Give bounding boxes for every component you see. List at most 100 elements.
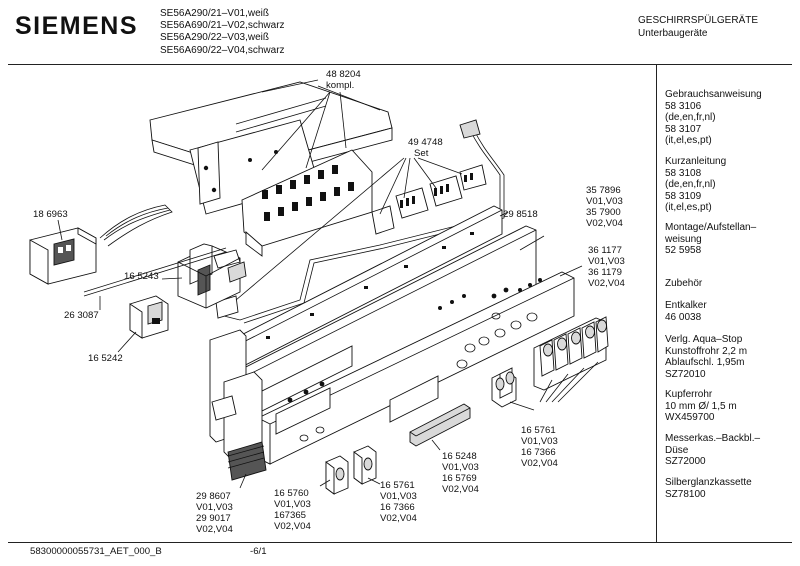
label-line: V01,V03 xyxy=(274,499,311,510)
sidebar-montage: Montage/Aufstellan– weisung 52 5958 xyxy=(665,222,756,257)
sidebar-title: Montage/Aufstellan– xyxy=(665,222,757,233)
label-line: 29 8607 xyxy=(196,491,231,502)
sidebar-line: (it,el,es,pt) xyxy=(665,135,712,147)
label-165243: 16 5243 xyxy=(124,271,159,282)
model-line: SE56A290/21–V01,weiß xyxy=(160,8,269,19)
sidebar-line: Kunstoffrohr 2,2 m xyxy=(665,345,748,357)
sidebar-title: Kurzanleitung xyxy=(665,156,727,167)
label-361177: 36 1177 V01,V03 36 1179 V02,V04 xyxy=(588,245,625,289)
part-165760-knob xyxy=(325,455,349,495)
document-id: 58300000055731_AET_000_B xyxy=(30,546,162,557)
sidebar-line: 58 3108 xyxy=(665,167,702,179)
frame-bottom-line xyxy=(8,542,792,543)
sidebar-silberglanz: Silberglanzkassette SZ78100 xyxy=(665,477,752,500)
label-line: 167365 xyxy=(274,510,307,521)
frame-divider-line xyxy=(656,64,657,542)
label-line: V02,V04 xyxy=(196,524,233,535)
label-165761-bottom: 16 5761 V01,V03 16 7366 V02,V04 xyxy=(380,480,417,524)
sidebar-title: Silberglanzkassette xyxy=(665,477,752,488)
sidebar-line: (it,el,es,pt) xyxy=(665,202,712,214)
label-line: 35 7900 xyxy=(586,207,621,218)
label-line: 16 7366 xyxy=(380,502,415,513)
model-line: SE56A690/21–V02,schwarz xyxy=(160,20,285,32)
sidebar-line: Ablaufschl. 1,95m xyxy=(665,357,745,369)
category-title: GESCHIRRSPÜLGERÄTE xyxy=(638,15,759,26)
ribbon-cable xyxy=(99,204,173,247)
label-line: 18 6963 xyxy=(33,209,68,220)
sidebar-line: SZ78100 xyxy=(665,488,706,500)
label-165761-right: 16 5761 V01,V03 16 7366 V02,V04 xyxy=(521,425,558,469)
label-line: 35 7896 xyxy=(586,185,621,196)
sidebar-title: Messerkas.–Backbl.– xyxy=(665,433,761,444)
label-line: V02,V04 xyxy=(442,484,479,495)
sidebar-kupferrohr: Kupferrohr 10 mm Ø/ 1,5 m WX459700 xyxy=(665,389,737,424)
sidebar-title: Gebrauchsanweisung xyxy=(665,89,762,100)
category-subtitle: Unterbaugeräte xyxy=(638,27,708,39)
sidebar-title: Kupferrohr xyxy=(665,389,713,400)
sidebar-zubehoer: Zubehör xyxy=(665,278,702,290)
label-line: V02,V04 xyxy=(588,278,625,289)
sidebar-aqua-stop: Verlg. Aqua–Stop Kunstoffrohr 2,2 m Abla… xyxy=(665,334,747,380)
model-list: SE56A290/21–V01,weiß SE56A690/21–V02,sch… xyxy=(160,8,285,57)
sidebar-line: WX459700 xyxy=(665,412,715,424)
label-165242: 16 5242 xyxy=(88,353,123,364)
label-line: 16 5769 xyxy=(442,473,477,484)
sidebar-line: SZ72000 xyxy=(665,456,706,468)
label-line: 16 5242 xyxy=(88,353,123,364)
part-361177-front-panel xyxy=(257,271,575,465)
label-line: V01,V03 xyxy=(521,436,558,447)
label-line: 16 5248 xyxy=(442,451,477,462)
sidebar-messerkasten: Messerkas.–Backbl.– Düse SZ72000 xyxy=(665,433,760,468)
sidebar-kurzanleitung: Kurzanleitung 58 3108 (de,en,fr,nl) 58 3… xyxy=(665,156,726,214)
sidebar-line: (de,en,fr,nl) xyxy=(665,179,716,191)
label-165760: 16 5760 V01,V03 167365 V02,V04 xyxy=(274,488,311,532)
label-line: 49 4748 xyxy=(408,137,443,148)
label-line: 16 7366 xyxy=(521,447,556,458)
label-line: 48 8204 xyxy=(326,69,361,80)
label-line: 29 9017 xyxy=(196,513,231,524)
sidebar-line: 52 5958 xyxy=(665,245,702,257)
label-488204: 48 8204 kompl. xyxy=(326,69,361,91)
sidebar-line: (de,en,fr,nl) xyxy=(665,112,716,124)
label-line: kompl. xyxy=(326,80,355,91)
label-line: V01,V03 xyxy=(380,491,417,502)
label-line: V01,V03 xyxy=(442,462,479,473)
label-line: V02,V04 xyxy=(586,218,623,229)
label-line: V01,V03 xyxy=(586,196,623,207)
part-263087-rod xyxy=(83,247,227,293)
label-494748: 49 4748 Set xyxy=(408,137,443,159)
page-number: -6/1 xyxy=(250,546,267,557)
sidebar-title: Verlg. Aqua–Stop xyxy=(665,334,743,345)
part-488204-switch-assembly xyxy=(149,81,393,257)
label-165248: 16 5248 V01,V03 16 5769 V02,V04 xyxy=(442,451,479,495)
sidebar-line: Düse xyxy=(665,444,689,456)
label-line: 29 8518 xyxy=(503,209,538,220)
model-line: SE56A290/22–V03,weiß xyxy=(160,32,269,44)
sidebar-gebrauchsanweisung: Gebrauchsanweisung 58 3106 (de,en,fr,nl)… xyxy=(665,89,762,147)
sidebar-entkalker: Entkalker 46 0038 xyxy=(665,300,707,323)
sidebar-line: 10 mm Ø/ 1,5 m xyxy=(665,400,737,412)
sidebar-title: Zubehör xyxy=(665,278,703,289)
part-298607-side-cap xyxy=(209,329,267,481)
part-165761-program-buttons xyxy=(491,316,609,408)
label-298518: 29 8518 xyxy=(503,209,538,220)
model-line: SE56A690/22–V04,schwarz xyxy=(160,44,285,56)
label-line: V01,V03 xyxy=(588,256,625,267)
sidebar-line: weisung xyxy=(665,233,702,245)
part-165761-knob xyxy=(353,445,377,485)
label-357896: 35 7896 V01,V03 35 7900 V02,V04 xyxy=(586,185,623,229)
label-line: V02,V04 xyxy=(521,458,558,469)
label-298607: 29 8607 V01,V03 29 9017 V02,V04 xyxy=(196,491,233,535)
label-186963: 18 6963 xyxy=(33,209,68,220)
part-186963-display-module xyxy=(29,227,97,285)
label-line: V02,V04 xyxy=(380,513,417,524)
brand-logo: SIEMENS xyxy=(15,12,139,40)
label-line: 16 5761 xyxy=(380,480,415,491)
label-line: 16 5243 xyxy=(124,271,159,282)
label-line: V02,V04 xyxy=(274,521,311,532)
label-line: 36 1179 xyxy=(588,267,622,278)
label-line: 16 5760 xyxy=(274,488,309,499)
label-line: 26 3087 xyxy=(64,310,99,321)
